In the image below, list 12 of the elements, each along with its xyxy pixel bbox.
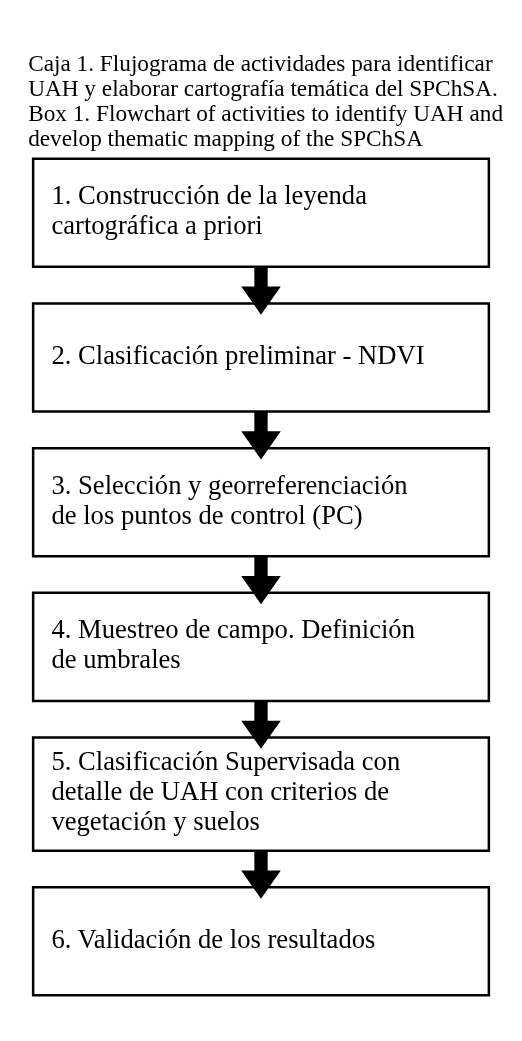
diagram-title: Caja 1. Flujograma de actividades para identificar UAH y elaborar cartografía temática del SPChSA.: [28, 49, 498, 101]
node-box: 4. Muestreo de campo. Definición de umbrales: [31, 591, 491, 703]
arrow: [241, 267, 281, 315]
node-box: 6. Validación de los resultados: [31, 886, 491, 997]
arrow: [241, 411, 281, 460]
node-box: 2. Clasificación preliminar - NDVI: [31, 302, 491, 413]
arrow: [241, 851, 281, 899]
arrow: [241, 556, 281, 605]
node-box: 5. Clasificación Supervisada con detalle de UAH con criterios de vegetación y suelos: [31, 736, 491, 852]
arrow: [241, 701, 281, 749]
node-box: 3. Selección y georreferenciación de los puntos de control (PC): [31, 446, 491, 558]
node-box: 1. Construcción de la leyenda cartográfica a priori: [31, 157, 491, 269]
